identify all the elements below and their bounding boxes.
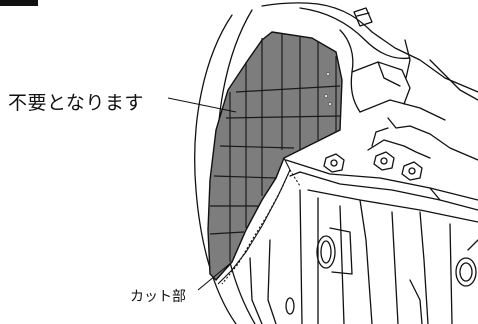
- frame-hole-3: [285, 297, 295, 315]
- frame-hole-2: [455, 257, 477, 287]
- fender-arch-outer: [194, 14, 237, 324]
- label-unneeded-part: 不要となります: [8, 92, 144, 114]
- body-line-3: [371, 31, 478, 93]
- label-cut-part: カット部: [130, 289, 186, 305]
- fender-edge: [261, 2, 319, 7]
- bolt-2: [373, 151, 395, 171]
- corner-mark: [0, 0, 38, 6]
- body-line-top: [299, 7, 411, 60]
- unneeded-panel: [207, 31, 343, 282]
- leader-cut: [197, 261, 233, 291]
- bolt-3: [401, 161, 423, 181]
- bolt-1: [323, 153, 345, 173]
- frame-rail-top: [285, 159, 478, 201]
- leader-unneeded: [167, 97, 237, 113]
- body-line-2: [317, 3, 373, 33]
- frame-hole-1: [316, 235, 336, 269]
- filler-cap: [353, 7, 373, 27]
- cut-line: [215, 157, 301, 285]
